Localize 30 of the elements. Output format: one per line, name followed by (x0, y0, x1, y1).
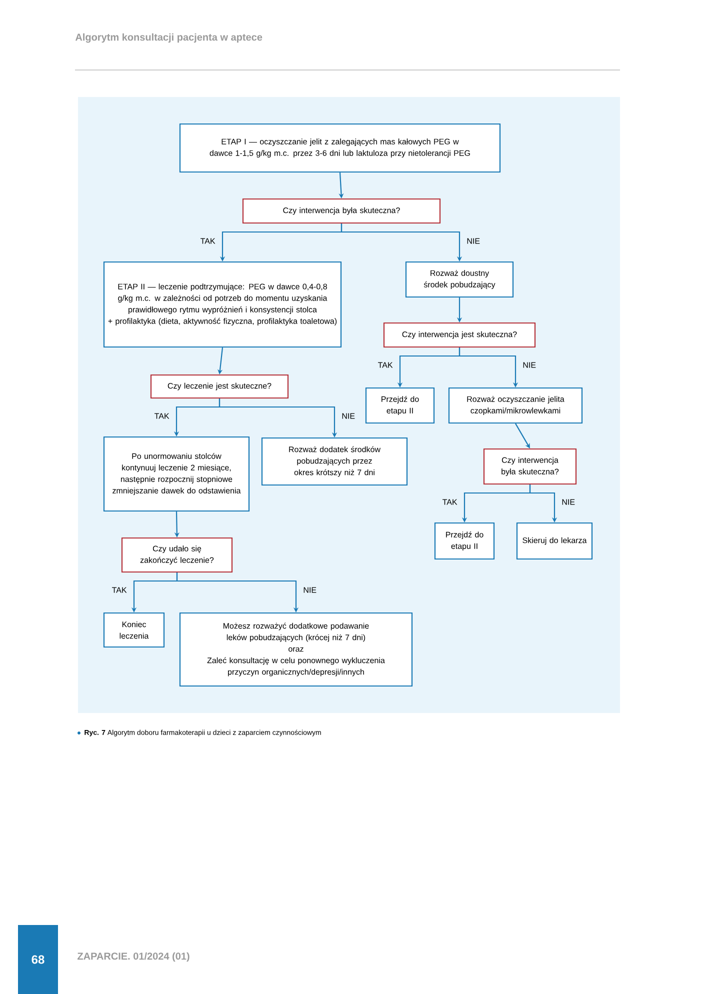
process-box: Możesz rozważyć dodatkowe podawanie leków pobudzających (krócej niż 7 dni) oraz Zaleć konsultację w celu ponownego wykluczenia przyczyn organicznych/depresji/innych (179, 612, 413, 687)
decision-box: Czy leczenie jest skuteczne? (150, 374, 289, 399)
process-box: Po unormowaniu stolców kontynuuj leczenie 2 miesiące, następnie rozpocznij stopniowe zmniejszanie dawek do odstawienia (103, 436, 250, 512)
edge-label: TAK (112, 587, 127, 593)
decision-box: Czy udało się zakończyć leczenie? (121, 537, 233, 573)
process-box: ETAP I — oczyszczanie jelit z zalegających mas kałowych PEG w dawce 1-1,5 g/kg m.c. przez 3-6 dni lub laktuloza przy nietolerancji PEG (179, 123, 501, 173)
process-box: Koniec leczenia (103, 612, 165, 648)
edge-label: TAK (200, 238, 216, 244)
decision-box: Czy interwencja jest skuteczna? (383, 322, 536, 348)
decision-box: Czy interwencja była skuteczna? (483, 448, 577, 485)
process-box: Przejdź do etapu II (365, 387, 435, 424)
running-header: Algorytm konsultacji pacjenta w aptece (75, 33, 262, 43)
edge-label: TAK (154, 413, 170, 419)
process-box: Przejdź do etapu II (434, 522, 495, 560)
process-box: Skieruj do lekarza (516, 522, 593, 560)
edge-label: NIE (304, 587, 316, 593)
process-box: ETAP II — leczenie podtrzymujące: PEG w dawce 0,4-0,8 g/kg m.c. w zależności od potrzeb do momentu uzyskania prawidłowego rytmu wypróżnień i konsystencji stolca + profilaktyka (dieta, aktywność fizyczna, profilaktyka toaletowa) (103, 261, 342, 348)
edge-label: TAK (442, 499, 458, 505)
process-box: Rozważ oczyszczanie jelita czopkami/mikrowlewkami (448, 387, 583, 424)
edge-label: TAK (378, 362, 393, 368)
edge-label: NIE (467, 238, 480, 244)
edge-label: NIE (342, 413, 355, 419)
running-footer: ZAPARCIE. 01/2024 (01) (78, 952, 190, 962)
process-box: Rozważ dodatek środków pobudzających przez okres krótszy niż 7 dni (261, 437, 408, 486)
page-number: 68 (18, 925, 58, 994)
decision-box: Czy interwencja była skuteczna? (242, 198, 441, 224)
edge-label: NIE (523, 362, 536, 368)
arrow (515, 423, 530, 448)
process-box: Rozważ doustny środek pobudzający (405, 261, 514, 298)
edge-label: NIE (562, 499, 575, 505)
